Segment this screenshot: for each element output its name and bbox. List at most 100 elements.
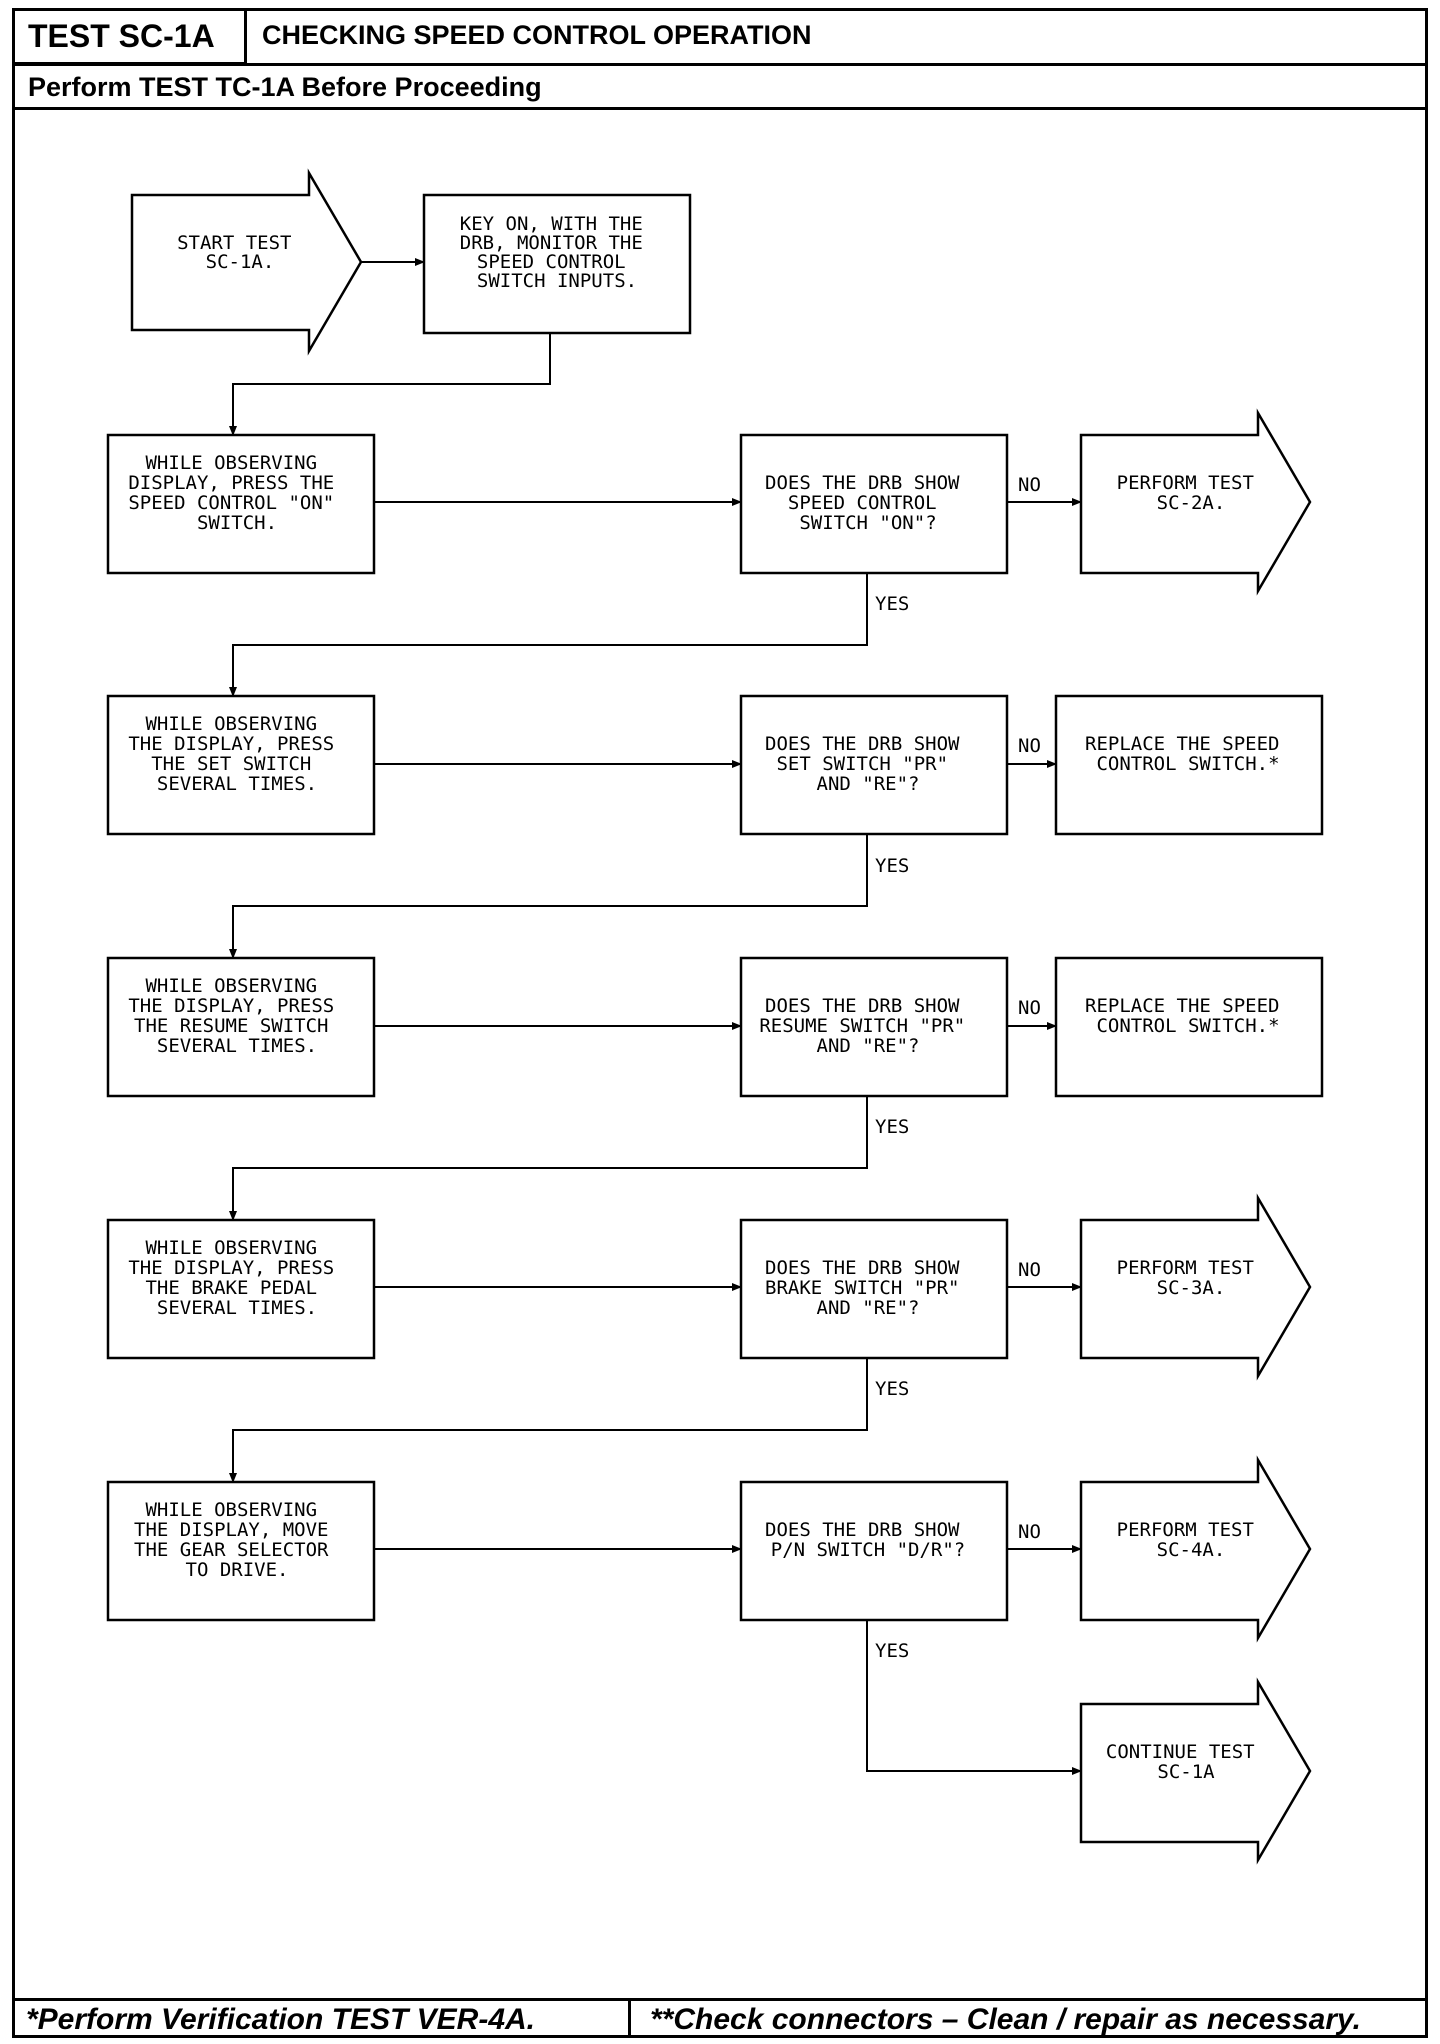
q5-line: DOES THE DRB SHOW xyxy=(765,1519,960,1541)
decision1-box xyxy=(739,433,1009,575)
yes-label: YES xyxy=(875,855,909,877)
q2-line: DOES THE DRB SHOW xyxy=(765,733,960,755)
r3-line: REPLACE THE SPEED xyxy=(1085,995,1279,1017)
r2-text: REPLACE THE SPEED CONTROL SWITCH.* xyxy=(1085,733,1291,775)
r2-line: CONTROL SWITCH.* xyxy=(1096,753,1279,775)
step1-line: DISPLAY, PRESS THE xyxy=(128,472,334,494)
q4-text: DOES THE DRB SHOW BRAKE SWITCH "PR" AND … xyxy=(765,1257,971,1319)
yes-label: YES xyxy=(875,1116,909,1138)
q5-text: DOES THE DRB SHOW P/N SWITCH "D/R"? xyxy=(765,1519,971,1561)
q1-line: SPEED CONTROL xyxy=(788,492,937,514)
key-on-line: SWITCH INPUTS. xyxy=(477,270,637,292)
step2-text: WHILE OBSERVING THE DISPLAY, PRESS THE S… xyxy=(128,713,345,795)
step2-line: THE SET SWITCH xyxy=(151,753,311,775)
step5-line: THE GEAR SELECTOR xyxy=(134,1539,329,1561)
step3-line: SEVERAL TIMES. xyxy=(157,1035,317,1057)
step4-box xyxy=(106,1218,376,1360)
step3-line: THE RESUME SWITCH xyxy=(134,1015,328,1037)
connector-q1-yes xyxy=(229,573,868,697)
start-text: START TEST SC-1A. xyxy=(177,232,303,273)
step1-line: SPEED CONTROL "ON" xyxy=(128,492,334,514)
step2-line: WHILE OBSERVING xyxy=(145,713,317,735)
footer-connector-note: **Check connectors – Clean / repair as n… xyxy=(650,2003,1361,2036)
step5-line: THE DISPLAY, MOVE xyxy=(134,1519,328,1541)
r2-line: REPLACE THE SPEED xyxy=(1085,733,1279,755)
page-title: CHECKING SPEED CONTROL OPERATION xyxy=(262,20,812,50)
result3-box xyxy=(1054,956,1324,1098)
decision2-box xyxy=(739,694,1009,836)
r1-line: PERFORM TEST xyxy=(1117,472,1254,494)
step5-box xyxy=(106,1480,376,1622)
r5-text: PERFORM TEST SC-4A. xyxy=(1117,1519,1266,1561)
step5-text: WHILE OBSERVING THE DISPLAY, MOVE THE GE… xyxy=(134,1499,340,1581)
step4-text: WHILE OBSERVING THE DISPLAY, PRESS THE B… xyxy=(128,1237,345,1319)
step2-box xyxy=(106,694,376,836)
connector-q3-yes xyxy=(229,1096,868,1221)
footer-split xyxy=(628,1998,631,2038)
no-label: NO xyxy=(1018,1521,1041,1543)
no-label: NO xyxy=(1018,1259,1041,1281)
r4-line: SC-3A. xyxy=(1157,1277,1226,1299)
step4-line: THE DISPLAY, PRESS xyxy=(128,1257,334,1279)
r4-line: PERFORM TEST xyxy=(1117,1257,1254,1279)
q5-line: P/N SWITCH "D/R"? xyxy=(771,1539,965,1561)
result2-box xyxy=(1054,694,1324,836)
r3-line: CONTROL SWITCH.* xyxy=(1096,1015,1279,1037)
q1-text: DOES THE DRB SHOW SPEED CONTROL SWITCH "… xyxy=(765,472,971,534)
footer-divider xyxy=(12,1998,1428,2001)
connector-q2-yes xyxy=(229,834,868,959)
r5-line: SC-4A. xyxy=(1157,1539,1226,1561)
decision3-box xyxy=(739,956,1009,1098)
q4-line: DOES THE DRB SHOW xyxy=(765,1257,960,1279)
final-line: SC-1A xyxy=(1157,1761,1215,1783)
q4-line: AND "RE"? xyxy=(817,1297,920,1319)
result1-terminal xyxy=(1079,408,1312,596)
test-id-box xyxy=(12,8,247,65)
step3-line: THE DISPLAY, PRESS xyxy=(128,995,334,1017)
result5-terminal xyxy=(1079,1455,1312,1643)
result4-terminal xyxy=(1079,1193,1312,1381)
q2-text: DOES THE DRB SHOW SET SWITCH "PR" AND "R… xyxy=(765,733,971,795)
start-terminal xyxy=(130,168,363,356)
connector-q4-yes xyxy=(229,1358,868,1483)
step5-line: WHILE OBSERVING xyxy=(145,1499,317,1521)
step1-line: WHILE OBSERVING xyxy=(145,452,317,474)
step3-box xyxy=(106,956,376,1098)
r5-line: PERFORM TEST xyxy=(1117,1519,1254,1541)
q1-line: DOES THE DRB SHOW xyxy=(765,472,960,494)
step1-box xyxy=(106,433,376,575)
q3-line: AND "RE"? xyxy=(817,1035,920,1057)
no-label: NO xyxy=(1018,997,1041,1019)
q3-text: DOES THE DRB SHOW RESUME SWITCH "PR" AND… xyxy=(759,995,976,1057)
yes-label: YES xyxy=(875,1640,909,1662)
q2-line: SET SWITCH "PR" xyxy=(776,753,948,775)
subtitle-divider xyxy=(12,107,1428,110)
connector-keyon-step1 xyxy=(229,333,551,436)
r3-text: REPLACE THE SPEED CONTROL SWITCH.* xyxy=(1085,995,1291,1037)
r1-line: SC-2A. xyxy=(1157,492,1226,514)
start-line: SC-1A. xyxy=(206,251,275,273)
r1-text: PERFORM TEST SC-2A. xyxy=(1117,472,1266,514)
step3-text: WHILE OBSERVING THE DISPLAY, PRESS THE R… xyxy=(128,975,345,1057)
r4-text: PERFORM TEST SC-3A. xyxy=(1117,1257,1266,1299)
q2-line: AND "RE"? xyxy=(817,773,920,795)
q3-line: DOES THE DRB SHOW xyxy=(765,995,960,1017)
step4-line: WHILE OBSERVING xyxy=(145,1237,317,1259)
footer-verification-note: *Perform Verification TEST VER-4A. xyxy=(26,2003,536,2036)
header-divider xyxy=(12,63,1428,66)
step1-line: SWITCH. xyxy=(197,512,277,534)
q1-line: SWITCH "ON"? xyxy=(799,512,936,534)
start-line: START TEST xyxy=(177,232,291,254)
continue-terminal xyxy=(1079,1677,1312,1865)
step4-line: THE BRAKE PEDAL xyxy=(145,1277,317,1299)
yes-label: YES xyxy=(875,1378,909,1400)
key-on-box xyxy=(422,193,692,335)
step1-text: WHILE OBSERVING DISPLAY, PRESS THE SPEED… xyxy=(128,452,345,534)
decision5-box xyxy=(739,1480,1009,1622)
step4-line: SEVERAL TIMES. xyxy=(157,1297,317,1319)
connector-q5-yes xyxy=(866,1620,1082,1775)
key-on-line: SPEED CONTROL xyxy=(477,251,626,273)
step5-line: TO DRIVE. xyxy=(186,1559,289,1581)
yes-label: YES xyxy=(875,593,909,615)
